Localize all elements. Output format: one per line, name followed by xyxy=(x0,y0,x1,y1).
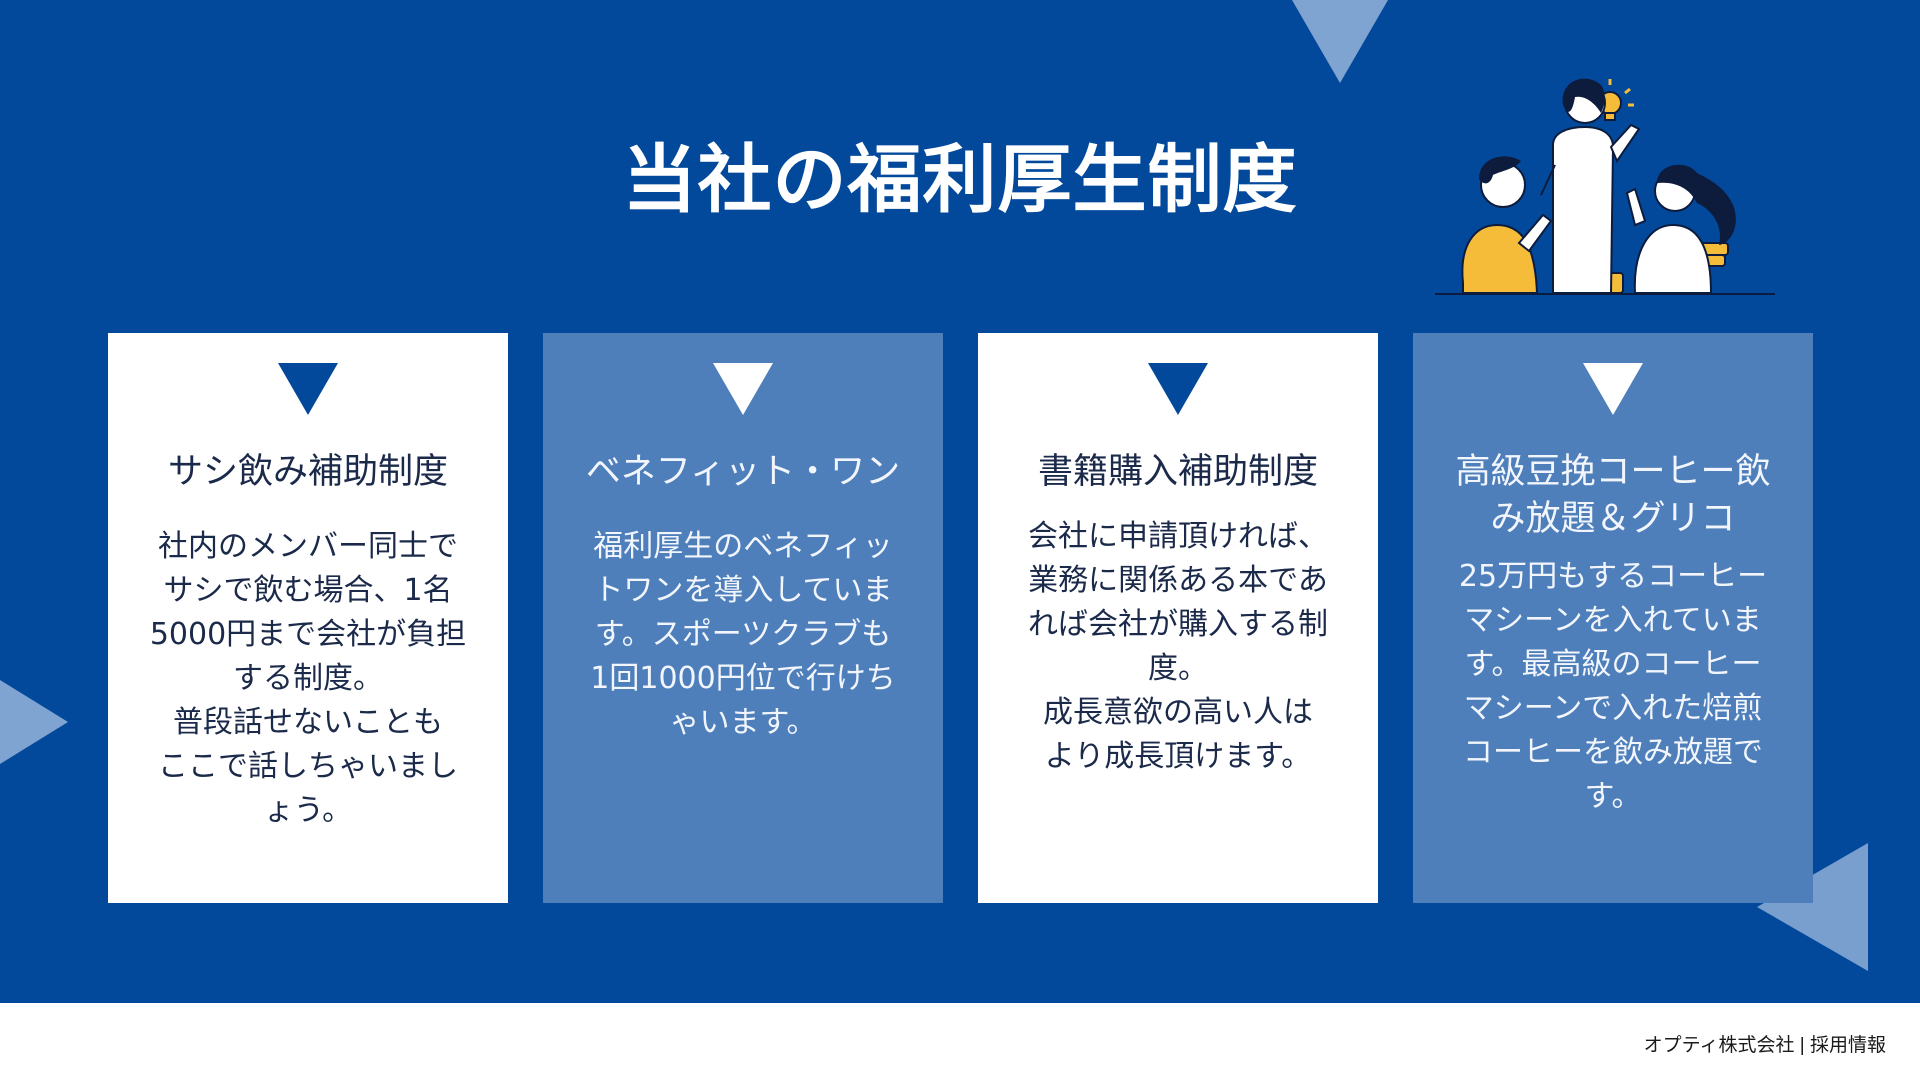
benefit-card-coffee: 高級豆挽コーヒー飲み放題＆グリコ 25万円もするコーヒー マシーンを入れていま … xyxy=(1413,333,1813,903)
card-title: サシ飲み補助制度 xyxy=(167,452,448,492)
decorative-triangle-top xyxy=(1292,0,1388,83)
card-title: ベネフィット・ワン xyxy=(585,452,901,492)
main-panel: 当社の福利厚生制度 xyxy=(0,0,1920,1003)
benefit-card-benefit-one: ベネフィット・ワン 福利厚生のベネフィッ トワンを導入していま す。スポーツクラ… xyxy=(543,333,943,903)
card-title: 高級豆挽コーヒー飲み放題＆グリコ xyxy=(1455,452,1771,539)
card-title: 書籍購入補助制度 xyxy=(1037,452,1318,492)
benefit-card-drinking: サシ飲み補助制度 社内のメンバー同士で サシで飲む場合、1名 5000円まで会社… xyxy=(108,333,508,903)
decorative-triangle-left xyxy=(0,680,68,764)
card-marker-triangle xyxy=(278,363,338,415)
card-body: 会社に申請頂ければ、 業務に関係ある本であ れば会社が購入する制 度。 成長意欲… xyxy=(1028,519,1328,774)
card-marker-triangle xyxy=(1148,363,1208,415)
card-body: 25万円もするコーヒー マシーンを入れていま す。最高級のコーヒー マシーンで入… xyxy=(1458,559,1768,814)
page-title: 当社の福利厚生制度 xyxy=(622,137,1298,223)
card-marker-triangle xyxy=(713,363,773,415)
people-idea-illustration xyxy=(1435,78,1775,295)
card-body: 社内のメンバー同士で サシで飲む場合、1名 5000円まで会社が負担 する制度。… xyxy=(149,529,467,828)
benefit-card-books: 書籍購入補助制度 会社に申請頂ければ、 業務に関係ある本であ れば会社が購入する… xyxy=(978,333,1378,903)
card-marker-triangle xyxy=(1583,363,1643,415)
card-body: 福利厚生のベネフィッ トワンを導入していま す。スポーツクラブも 1回1000円… xyxy=(590,529,896,740)
footer-company-text: オプティ株式会社 | 採用情報 xyxy=(1643,1035,1886,1056)
